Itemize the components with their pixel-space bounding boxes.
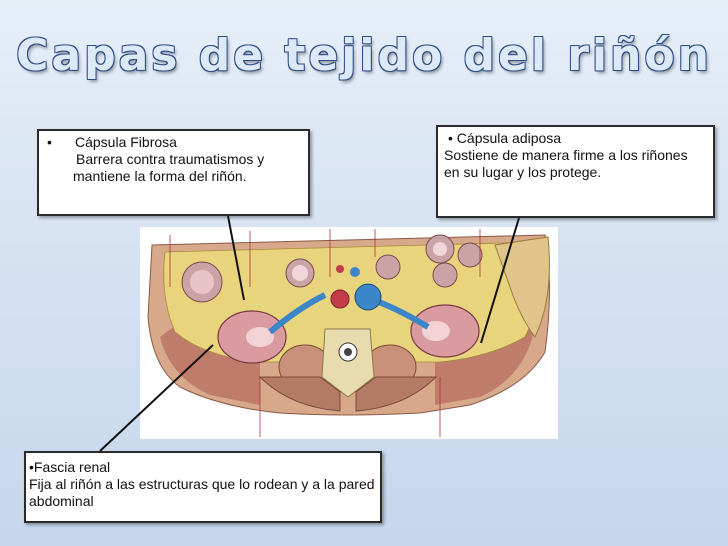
callout-heading: •Fascia renal bbox=[29, 459, 111, 475]
bullet: • bbox=[47, 134, 52, 150]
callout-description: Sostiene de manera firme a los riñones e… bbox=[444, 147, 688, 180]
kidney-cross-section-illustration bbox=[140, 227, 558, 439]
callout-capsula-adiposa: • Cápsula adiposa Sostiene de manera fir… bbox=[436, 125, 715, 218]
callout-heading: • Cápsula adiposa bbox=[448, 130, 562, 146]
renal-vein-left bbox=[268, 292, 327, 335]
slide-title: Capas de tejido del riñón bbox=[16, 30, 712, 81]
callout-capsula-fibrosa: • Cápsula Fibrosa Barrera contra traumati… bbox=[37, 129, 310, 216]
aorta bbox=[330, 289, 350, 309]
callout-description: Barrera contra traumatismos y mantiene l… bbox=[73, 151, 265, 184]
callout-description: Fija al riñón a las estructuras que lo r… bbox=[29, 476, 375, 509]
callout-fascia-renal: •Fascia renal Fija al riñón a las estruc… bbox=[24, 451, 382, 523]
inferior-vena-cava bbox=[354, 283, 382, 311]
callout-heading: Cápsula Fibrosa bbox=[75, 134, 177, 150]
vertebra bbox=[321, 328, 375, 398]
